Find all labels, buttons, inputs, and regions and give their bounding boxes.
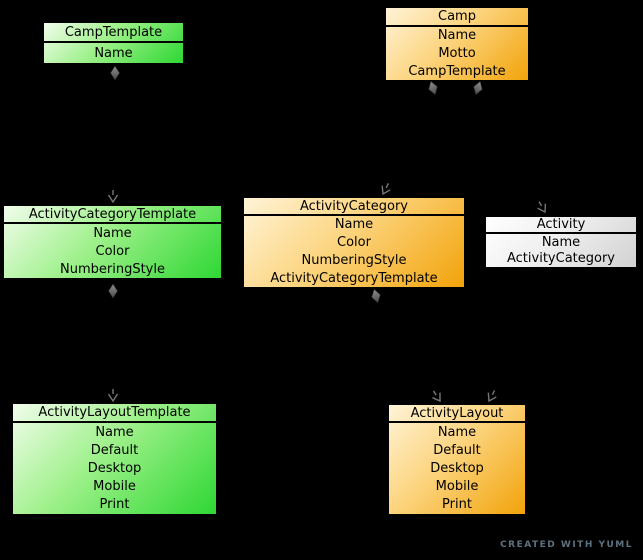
class-title: ActivityCategory	[244, 198, 464, 216]
class-title: ActivityLayoutTemplate	[13, 404, 216, 423]
class-attribute: NumberingStyle	[60, 261, 165, 277]
class-node-activity-category-template: ActivityCategoryTemplate Name Color Numb…	[3, 205, 222, 279]
class-attribute: Name	[437, 28, 477, 44]
open-arrowhead-icon	[432, 390, 441, 403]
class-title: Activity	[486, 217, 636, 234]
class-attribute: Motto	[438, 46, 476, 61]
edge-activitycategory-activitylayout	[375, 302, 440, 399]
class-node-activity-layout: ActivityLayout Name Default Desktop Mobi…	[388, 404, 526, 515]
class-attribute: Color	[337, 235, 371, 251]
open-arrowhead-icon	[381, 182, 391, 196]
class-attribute: Name	[334, 217, 374, 233]
class-attributes: Name	[44, 43, 183, 63]
class-attribute: Default	[90, 442, 139, 458]
class-node-activity-category: ActivityCategory Name Color NumberingSty…	[243, 197, 465, 288]
class-attribute: Desktop	[87, 461, 142, 476]
class-title: CampTemplate	[44, 23, 183, 43]
aggregation-diamond-icon	[371, 288, 381, 304]
class-attribute: NumberingStyle	[301, 252, 407, 268]
open-arrowhead-icon	[487, 390, 497, 403]
class-attributes: Name ActivityCategory	[486, 234, 636, 267]
class-attribute: Desktop	[430, 461, 484, 476]
aggregation-diamond-icon	[108, 283, 118, 299]
class-node-camp-template: CampTemplate Name	[43, 22, 184, 64]
class-attribute: ActivityCategoryTemplate	[270, 270, 438, 286]
class-attribute: Name	[94, 45, 133, 61]
class-attribute: Mobile	[93, 479, 136, 495]
class-attribute: Color	[95, 243, 130, 259]
open-arrowhead-icon	[537, 201, 547, 214]
class-attribute: Mobile	[435, 479, 479, 495]
edge-camp-activity	[477, 94, 545, 210]
class-attribute: Default	[433, 442, 481, 458]
class-node-activity-layout-template: ActivityLayoutTemplate Name Default Desk…	[12, 403, 217, 515]
class-attribute: Name	[541, 234, 581, 250]
edge-activity-activitylayout	[489, 267, 561, 399]
class-attributes: Name Default Desktop Mobile Print	[389, 423, 525, 514]
class-node-activity: Activity Name ActivityCategory	[485, 216, 637, 268]
aggregation-diamond-icon	[428, 80, 438, 96]
class-title: ActivityLayout	[389, 405, 525, 423]
class-attributes: Name Color NumberingStyle ActivityCatego…	[244, 216, 464, 287]
class-attributes: Name Motto CampTemplate	[386, 27, 528, 80]
class-attribute: Print	[442, 497, 472, 513]
open-arrowhead-icon	[107, 389, 119, 403]
class-attribute: ActivityCategory	[507, 251, 615, 267]
aggregation-diamond-icon	[473, 80, 483, 96]
yuml-watermark: CREATED WITH YUML	[500, 540, 633, 550]
class-attribute: Name	[93, 225, 132, 241]
edge-camptemplate-activitycategorytemplate	[112, 79, 116, 197]
aggregation-diamond-icon	[110, 65, 120, 81]
class-attributes: Name Default Desktop Mobile Print	[13, 423, 216, 514]
open-arrowhead-icon	[107, 190, 119, 204]
class-attribute: Print	[99, 497, 130, 513]
class-attribute: Name	[437, 424, 477, 440]
class-title: Camp	[386, 8, 528, 27]
edge-camp-activitycategory	[383, 94, 434, 192]
class-node-camp: Camp Name Motto CampTemplate	[385, 7, 529, 81]
class-attribute: CampTemplate	[408, 63, 506, 79]
class-attribute: Name	[95, 424, 134, 440]
class-title: ActivityCategoryTemplate	[4, 206, 221, 224]
class-attributes: Name Color NumberingStyle	[4, 224, 221, 278]
